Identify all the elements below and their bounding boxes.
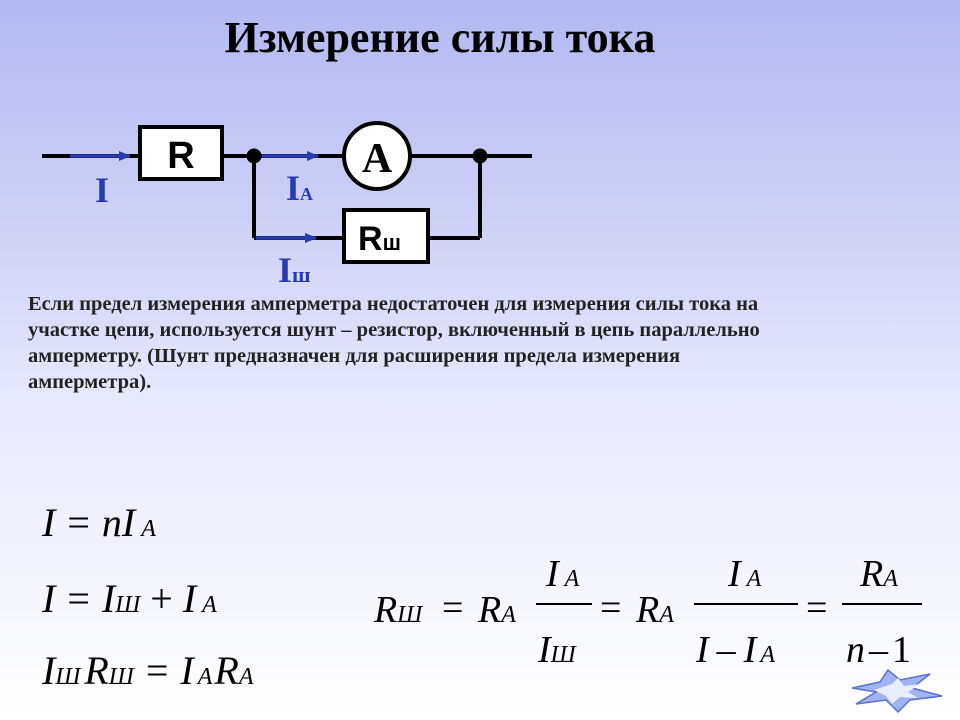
svg-text:=: = <box>806 587 827 629</box>
description-line: амперметру. (Шунт предназначен для расши… <box>28 345 681 367</box>
shunt-label: Rш <box>358 220 401 258</box>
svg-text:RA: RA <box>635 589 674 631</box>
ammeter <box>342 121 412 191</box>
svg-text:=: = <box>442 587 463 629</box>
shunt-resistor <box>342 208 430 264</box>
svg-text:RA: RA <box>859 553 898 595</box>
svg-text:RШ: RШ <box>373 589 424 631</box>
svg-text:=: = <box>600 587 621 629</box>
junction-left <box>246 148 262 164</box>
description-line: участке цепи, используется шунт – резист… <box>28 319 760 341</box>
current-ammeter-label: IА <box>286 168 313 208</box>
junction-right <box>472 148 488 164</box>
svg-text:IA: IA <box>727 553 762 595</box>
ammeter-label: A <box>362 136 393 182</box>
current-total-label: I <box>95 170 109 210</box>
description-text: Если предел измерения амперметра недоста… <box>28 291 918 395</box>
starburst-decoration <box>851 668 943 714</box>
svg-text:IA: IA <box>545 553 580 595</box>
description-line: Если предел измерения амперметра недоста… <box>28 293 759 315</box>
current-arrows <box>70 151 319 243</box>
svg-text:I–IA: I–IA <box>695 629 775 671</box>
svg-text:RA: RA <box>477 589 516 631</box>
page-title: Измерение силы тока <box>224 13 656 62</box>
current-shunt-label: Iш <box>278 250 311 290</box>
resistor <box>138 125 224 181</box>
description-line: амперметра). <box>28 371 152 393</box>
svg-text:IШ: IШ <box>537 629 578 671</box>
resistor-label: R <box>167 135 194 177</box>
svg-text:n–1: n–1 <box>846 629 911 671</box>
